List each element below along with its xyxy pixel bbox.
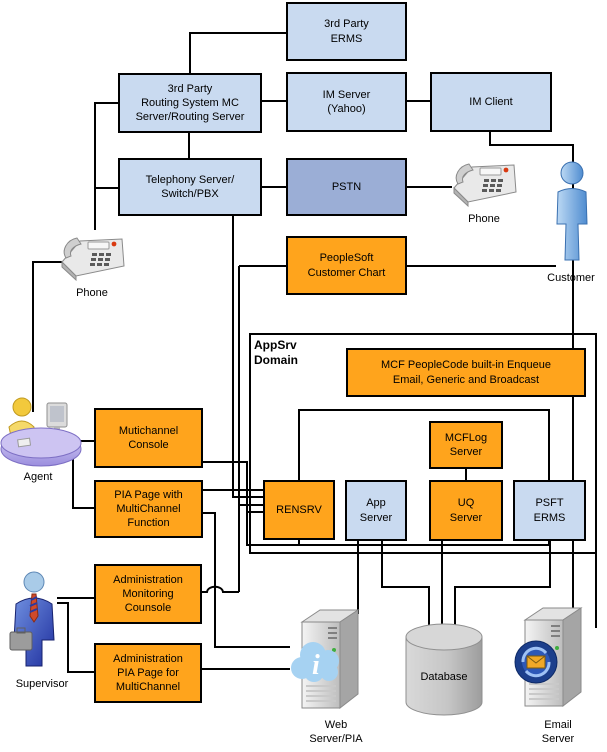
desk-phone-icon <box>448 152 520 213</box>
database-label: Database <box>420 671 468 683</box>
appsrv-domain-box <box>249 333 597 554</box>
node-admin-pia-page: Administration PIA Page for MultiChannel <box>94 643 202 703</box>
web-server-label: Web Server/PIA <box>309 719 363 746</box>
desk-phone-icon <box>56 226 128 287</box>
edge-supervisor-adminpia <box>57 602 94 673</box>
database-cylinder-icon <box>403 622 485 723</box>
edge-phone-agent <box>32 261 62 412</box>
edge-erms-routing <box>189 32 286 73</box>
node-peoplesoft-customer-chart: PeopleSoft Customer Chart <box>286 236 407 295</box>
edge-appserver-database <box>381 541 430 625</box>
edge-routing-phone <box>94 102 118 230</box>
supervisor-label: Supervisor <box>15 678 69 690</box>
node-3rd-party-erms: 3rd Party ERMS <box>286 2 407 61</box>
agent-label: Agent <box>23 471 53 483</box>
agent-desk-icon <box>0 393 82 476</box>
node-psft-erms: PSFT ERMS <box>513 480 586 541</box>
node-admin-monitoring-console: Administration Monitoring Counsole <box>94 564 202 624</box>
node-app-server: App Server <box>345 480 407 541</box>
node-mcflog-server: MCFLog Server <box>429 421 503 469</box>
edge-monitoring-hop <box>202 585 239 593</box>
customer-person-icon <box>554 160 592 269</box>
edge-telephony-rensrv <box>232 216 263 498</box>
server-group-box <box>298 409 550 546</box>
email-badge-icon <box>513 639 559 690</box>
phone-left-label: Phone <box>76 287 108 299</box>
edge-piapage-webserver <box>203 512 290 648</box>
node-multichannel-console: Mutichannel Console <box>94 408 203 468</box>
node-pia-page: PIA Page with MultiChannel Function <box>94 480 203 538</box>
phone-top-label: Phone <box>468 213 500 225</box>
node-im-server: IM Server (Yahoo) <box>286 72 407 132</box>
customer-label: Customer <box>547 272 595 284</box>
edge-psfterms-database <box>454 541 551 625</box>
node-rensrv: RENSRV <box>263 480 335 540</box>
node-im-client: IM Client <box>430 72 552 132</box>
node-telephony-server: Telephony Server/ Switch/PBX <box>118 158 262 216</box>
svg-text:i: i <box>312 650 320 681</box>
edge-imclient-customer-psfterms <box>489 132 574 480</box>
node-mcf-peoplecode: MCF PeopleCode built-in Enqueue Email, G… <box>346 348 586 397</box>
supervisor-person-icon <box>8 570 62 677</box>
edge-agent-piapage <box>72 446 94 509</box>
appsrv-domain-label: AppSrv Domain <box>254 338 299 367</box>
node-uq-server: UQ Server <box>429 480 503 541</box>
node-routing-system: 3rd Party Routing System MC Server/Routi… <box>118 73 262 133</box>
node-pstn: PSTN <box>286 158 407 216</box>
email-server-label: Email Server <box>541 719 575 746</box>
edge-console-servers <box>203 461 330 546</box>
info-cloud-icon: i <box>286 640 344 689</box>
